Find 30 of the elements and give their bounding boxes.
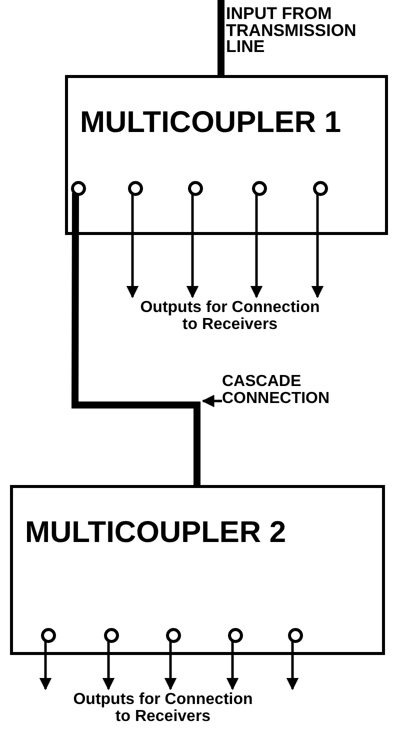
terminal-circle <box>252 181 267 196</box>
terminal-circle <box>288 628 303 643</box>
terminal-circle <box>71 181 86 196</box>
input-label: INPUT FROM TRANSMISSION LINE <box>226 6 358 56</box>
box-title: MULTICOUPLER 1 <box>80 106 342 140</box>
terminal-circle <box>128 181 143 196</box>
terminal-circle <box>41 628 56 643</box>
multicoupler-box <box>10 485 385 655</box>
arrow <box>226 640 239 690</box>
terminal-circle <box>313 181 328 196</box>
arrow <box>39 640 52 690</box>
arrow <box>286 640 299 690</box>
terminal-circle <box>104 628 119 643</box>
thick-line <box>218 0 224 75</box>
terminal-circle <box>166 628 181 643</box>
terminal-circle <box>228 628 243 643</box>
arrow <box>311 193 324 298</box>
arrow <box>126 193 139 298</box>
multicoupler-box <box>65 75 388 235</box>
arrow <box>164 640 177 690</box>
terminal-circle <box>188 181 203 196</box>
output-note: Outputs for Connection to Receivers <box>135 300 325 334</box>
thick-line <box>72 193 200 485</box>
arrow <box>186 193 199 298</box>
cascade-label: CASCADE CONNECTION <box>222 374 362 408</box>
arrow <box>250 193 263 298</box>
box-title: MULTICOUPLER 2 <box>25 516 286 550</box>
arrow <box>202 394 222 408</box>
arrow <box>102 640 115 690</box>
output-note: Outputs for Connection to Receivers <box>68 692 258 726</box>
